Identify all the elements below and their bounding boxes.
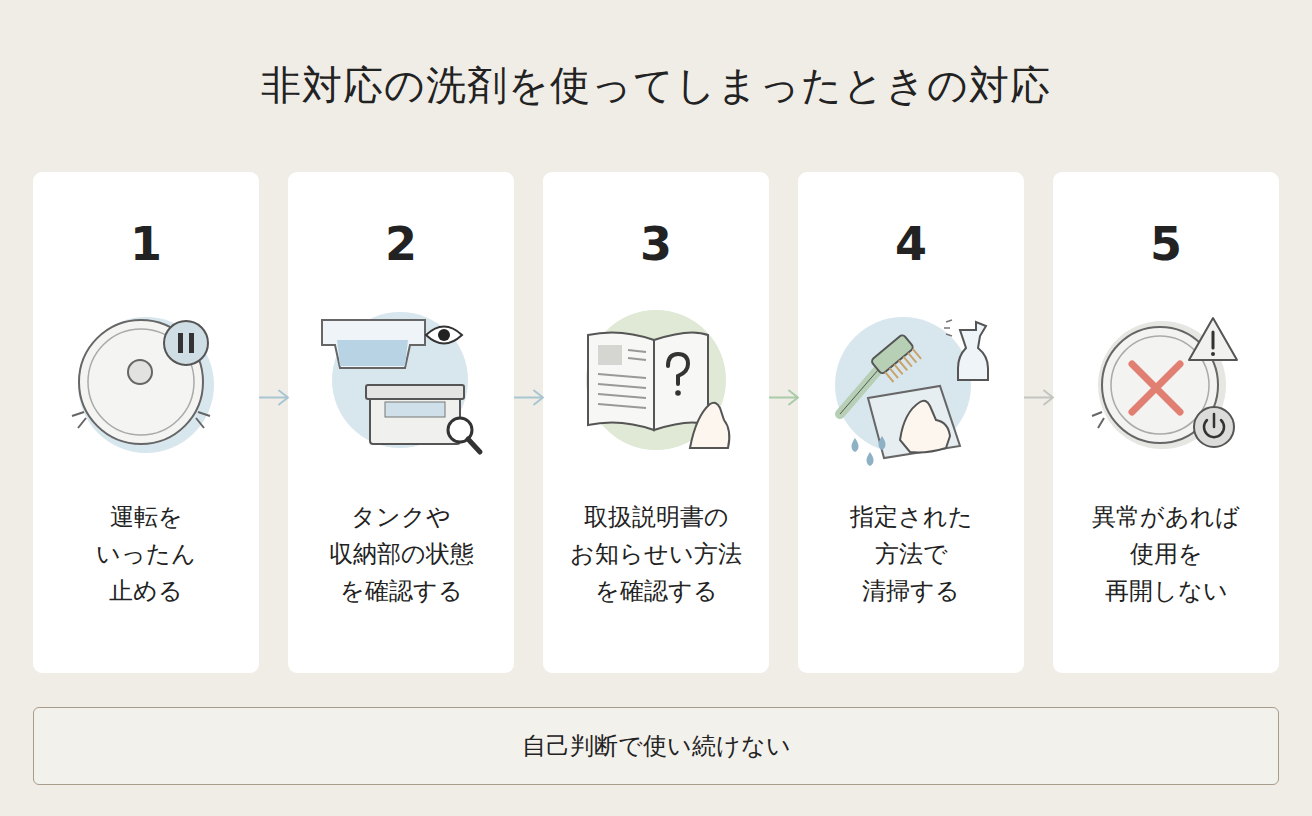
- flow-arrow: [769, 391, 798, 405]
- arrow-head: [534, 391, 543, 405]
- step-number: 4: [798, 216, 1024, 272]
- step-label: 異常があれば 使用を 再開しない: [1092, 499, 1240, 610]
- step-card: 1 運転を いったん 止める: [33, 172, 259, 673]
- step-label: 運転を いったん 止める: [96, 499, 196, 610]
- step-number: 5: [1053, 216, 1279, 272]
- arrow-shaft: [259, 397, 288, 399]
- arrow-shaft: [1024, 397, 1053, 399]
- note-text: 自己判断で使い続けない: [522, 731, 791, 761]
- step-label: タンクや 収納部の状態 を確認する: [329, 499, 474, 610]
- arrow-head: [789, 391, 798, 405]
- step-card: 4 指定された 方法で 清掃する: [798, 172, 1024, 673]
- arrow-head: [279, 391, 288, 405]
- note-box: 自己判断で使い続けない: [33, 707, 1279, 785]
- flow-arrow: [514, 391, 543, 405]
- step-label: 取扱説明書の お知らせい方法 を確認する: [570, 499, 742, 610]
- step-number: 3: [543, 216, 769, 272]
- diagram-title: 非対応の洗剤を使ってしまったときの対応: [0, 58, 1312, 113]
- step-label: 指定された 方法で 清掃する: [850, 499, 973, 610]
- arrow-shaft: [769, 397, 798, 399]
- step-number: 1: [33, 216, 259, 272]
- arrow-shaft: [514, 397, 543, 399]
- flow-arrow: [259, 391, 288, 405]
- step-card: 2 タンクや 収納部の状態 を確認する: [288, 172, 514, 673]
- step-number: 2: [288, 216, 514, 272]
- flow-arrow: [1024, 391, 1053, 405]
- step-card: 3 取扱説明書の お知らせい方法 を確認する: [543, 172, 769, 673]
- arrow-head: [1044, 391, 1053, 405]
- step-card: 5 異常があれば 使用を 再開しない: [1053, 172, 1279, 673]
